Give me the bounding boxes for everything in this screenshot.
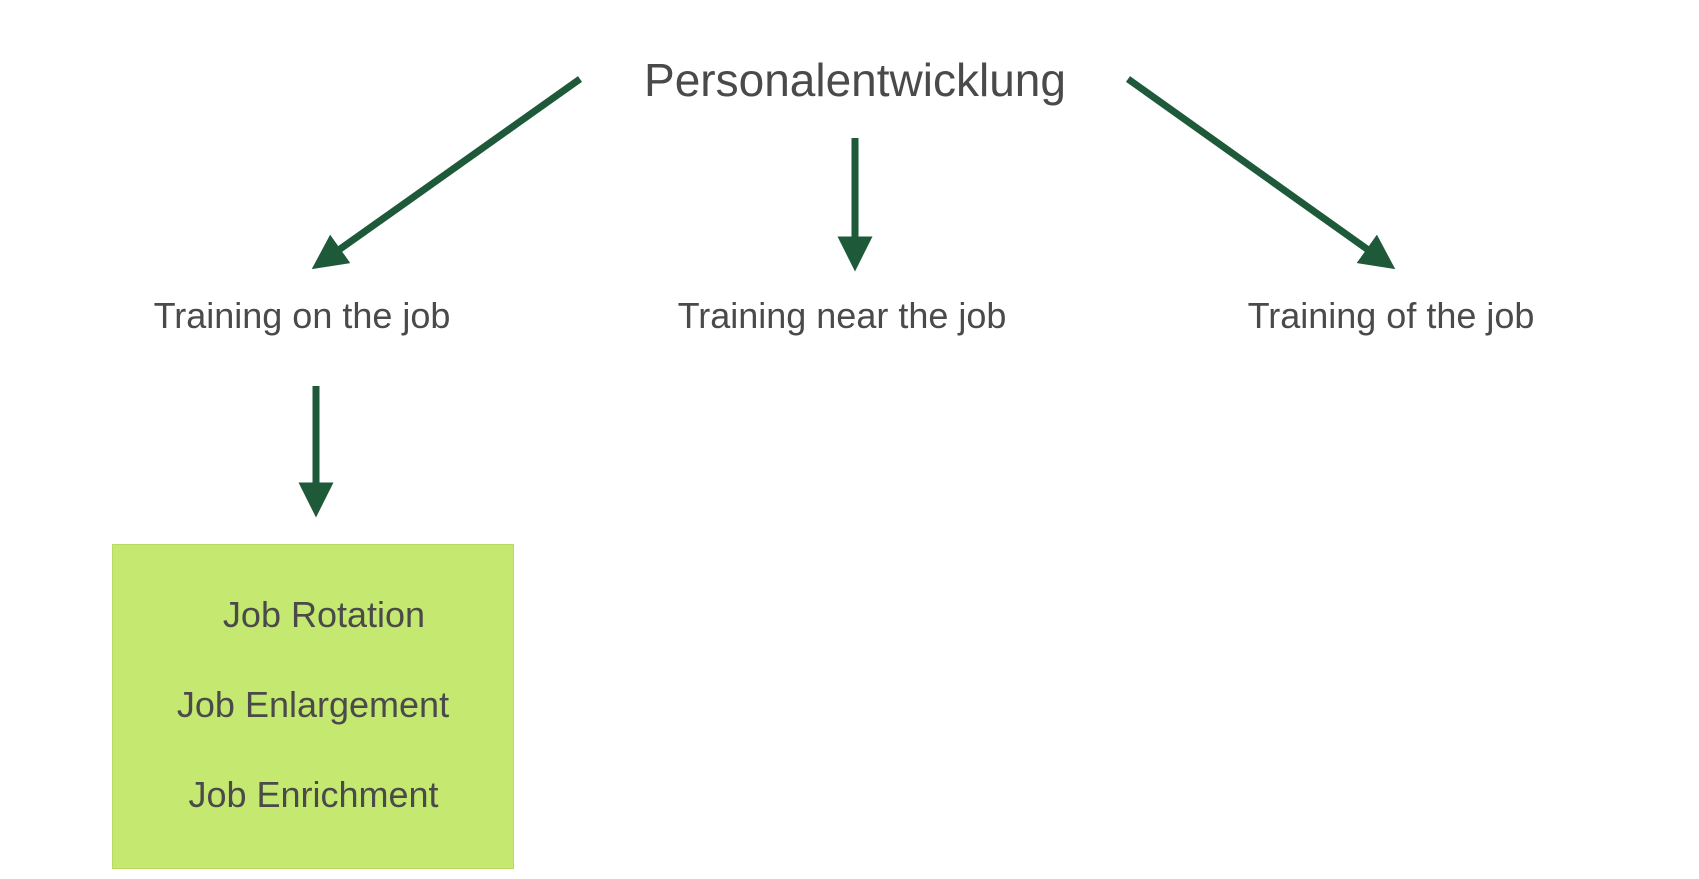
arrow-root-to-right: [1125, 76, 1396, 270]
root-node-label: Personalentwicklung: [644, 54, 1066, 106]
branch-training-on-the-job: Training on the job: [153, 295, 451, 336]
branch-training-near-the-job: Training near the job: [677, 295, 1007, 336]
sub-item-job-rotation: Job Rotation: [222, 594, 426, 635]
sub-items-box: Job Rotation Job Enlargement Job Enrichm…: [112, 544, 514, 869]
arrow-root-to-left: [311, 76, 583, 270]
branch-training-of-the-job: Training of the job: [1247, 295, 1535, 336]
sub-item-job-enlargement: Job Enlargement: [176, 684, 450, 725]
sub-item-job-enrichment: Job Enrichment: [188, 774, 439, 815]
